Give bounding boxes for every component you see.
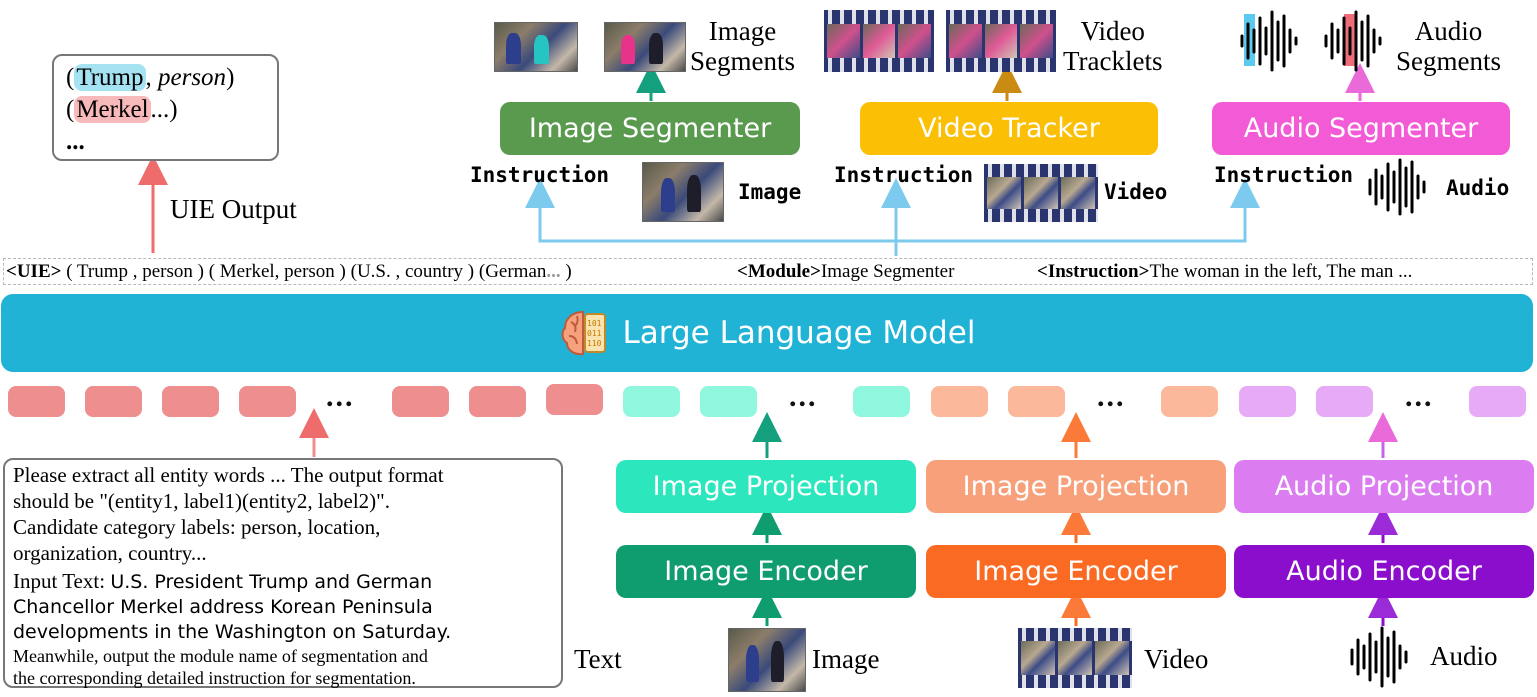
text-input-label: Text (574, 644, 622, 674)
text-token (85, 386, 142, 417)
instruction-tag: <Instruction> (1037, 261, 1150, 282)
video-input-small-label: Video (1104, 180, 1168, 204)
video-encoder-label: Image Encoder (974, 556, 1178, 587)
text-prompt-box: Please extract all entity words ... The … (3, 458, 563, 688)
module-tag: <Module> (737, 261, 821, 282)
image-input-small (642, 162, 724, 222)
uie-label-person: person (158, 64, 227, 91)
audio-token (1239, 386, 1296, 417)
svg-text:101: 101 (587, 319, 602, 328)
video-token-dots: ... (1097, 380, 1126, 413)
audio-segments-waveform-2 (1324, 10, 1382, 72)
video-tracklets-label: Video Tracklets (1063, 16, 1163, 76)
audio-segmenter-box: Audio Segmenter (1212, 102, 1510, 155)
instruction-sequence: <Instruction>The woman in the left, The … (1037, 261, 1413, 282)
audio-projection-label: Audio Projection (1274, 471, 1494, 502)
text-token (8, 386, 65, 417)
image-thumb-top-seg-1 (494, 22, 578, 72)
svg-text:110: 110 (587, 339, 602, 348)
image-thumb-top-seg-2 (604, 22, 686, 72)
image-token (700, 386, 757, 417)
prompt-input-text-2: Chancellor Merkel address Korean Peninsu… (13, 596, 433, 618)
image-input-label: Image (812, 644, 880, 674)
instruction-bus-line (538, 178, 1260, 243)
audio-token-dots: ... (1405, 380, 1434, 413)
image-input-small-label: Image (738, 180, 802, 204)
prompt-line-1: Please extract all entity words ... The … (13, 463, 444, 487)
audio-input-label: Audio (1430, 641, 1498, 671)
audio-token (1316, 386, 1373, 417)
video-projection-box: Image Projection (926, 460, 1226, 513)
instruction-label-video: Instruction (834, 163, 974, 187)
uie-output-label: UIE Output (170, 194, 297, 224)
prompt-input-prefix: Input Text: (13, 569, 111, 593)
image-segmenter-label: Image Segmenter (528, 113, 772, 144)
audio-encoder-label: Audio Encoder (1286, 556, 1482, 587)
uie-output-line-1: (Trump, person) (66, 64, 235, 91)
video-input-film (1018, 628, 1132, 688)
large-language-model-box: 101 011 110 Large Language Model (1, 294, 1533, 372)
prompt-input-text-1: U.S. President Trump and German (110, 571, 433, 593)
audio-input-small-label: Audio (1446, 176, 1510, 200)
image-token-dots: ... (789, 380, 818, 413)
audio-segments-waveform-1 (1240, 10, 1298, 72)
prompt-line-8: Meanwhile, output the module name of seg… (13, 646, 428, 666)
prompt-line-9: the corresponding detailed instruction f… (13, 668, 416, 688)
text-token (239, 386, 296, 417)
video-tracker-box: Video Tracker (860, 102, 1158, 155)
audio-encoder-box: Audio Encoder (1234, 545, 1534, 598)
uie-sequence: <UIE> ( Trump , person ) ( Merkel, perso… (6, 261, 572, 282)
instruction-label-image: Instruction (470, 163, 610, 187)
audio-segmenter-label: Audio Segmenter (1243, 113, 1479, 144)
video-input-label: Video (1144, 644, 1209, 674)
brain-chip-icon: 101 011 110 (561, 310, 606, 356)
prompt-line-4: organization, country... (13, 541, 207, 565)
prompt-line-3: Candidate category labels: person, locat… (13, 515, 381, 539)
audio-projection-box: Audio Projection (1234, 460, 1534, 513)
image-encoder-box: Image Encoder (616, 545, 916, 598)
audio-segments-label: Audio Segments (1396, 16, 1501, 76)
text-token-dots: ... (326, 380, 355, 413)
svg-text:011: 011 (587, 329, 602, 338)
uie-entity-trump: Trump (74, 64, 146, 91)
video-token (931, 386, 988, 417)
uie-output-line-2: (Merkel...) (66, 96, 178, 123)
uie-entity-merkel: Merkel (74, 96, 151, 123)
audio-input-small-waveform (1368, 158, 1426, 216)
text-token (162, 386, 219, 417)
video-film-top-1 (824, 10, 934, 72)
instruction-label-audio: Instruction (1214, 163, 1354, 187)
audio-input-waveform (1350, 626, 1408, 688)
video-token (1161, 386, 1218, 417)
image-projection-label: Image Projection (652, 471, 880, 502)
module-sequence: <Module>Image Segmenter (737, 261, 955, 282)
llm-label: Large Language Model (622, 315, 976, 351)
image-token (623, 386, 680, 417)
uie-output-line-3: ... (66, 128, 85, 155)
audio-token (1469, 386, 1526, 417)
image-input-thumb (728, 628, 806, 692)
uie-output-box: (Trump, person) (Merkel...) ... (52, 54, 279, 161)
video-encoder-box: Image Encoder (926, 545, 1226, 598)
image-encoder-label: Image Encoder (664, 556, 868, 587)
text-token (392, 386, 449, 417)
image-segmenter-box: Image Segmenter (500, 102, 800, 155)
output-sequence-row: <UIE> ( Trump , person ) ( Merkel, perso… (3, 258, 1533, 285)
image-token (853, 386, 910, 417)
text-token (469, 386, 526, 417)
prompt-line-2: should be "(entity1, label1)(entity2, la… (13, 489, 390, 513)
image-segments-label: Image Segments (690, 16, 795, 76)
uie-tag: <UIE> (6, 261, 62, 282)
video-tracker-label: Video Tracker (918, 113, 1100, 144)
video-projection-label: Image Projection (962, 471, 1190, 502)
video-token (1008, 386, 1065, 417)
image-projection-box: Image Projection (616, 460, 916, 513)
video-film-top-2 (946, 10, 1056, 72)
text-token (546, 384, 603, 415)
video-input-small (984, 164, 1098, 222)
prompt-input-text-3: developments in the Washington on Saturd… (13, 621, 452, 643)
